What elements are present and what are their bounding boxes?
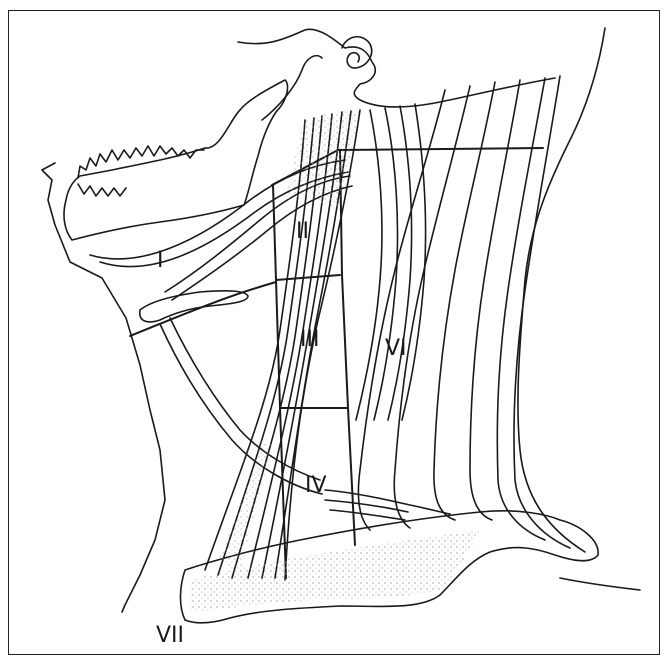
label-level-1: I xyxy=(157,248,164,273)
label-level-7: VII xyxy=(156,623,184,648)
boundary-vertical-anterior xyxy=(273,185,286,578)
label-level-4: IV xyxy=(305,473,327,498)
face-outline xyxy=(42,163,165,612)
lower-teeth xyxy=(78,184,126,196)
muscle-shading xyxy=(285,110,360,210)
label-level-6: VI xyxy=(385,336,407,361)
trapezius-front xyxy=(358,90,445,530)
shoulder-line xyxy=(560,578,640,590)
label-level-2: II xyxy=(296,219,309,244)
posterior-neck-outline xyxy=(518,28,605,552)
label-level-3: III xyxy=(300,327,319,352)
scalene-muscles xyxy=(356,110,382,420)
boundary-ii-iii xyxy=(276,275,340,280)
boundary-hyoid-line xyxy=(130,282,276,336)
